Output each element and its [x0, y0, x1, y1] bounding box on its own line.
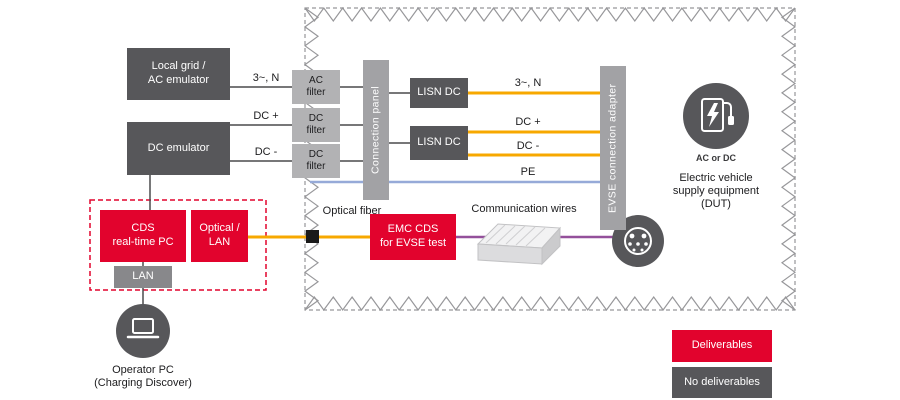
wire-label-src-dc-plus: DC + — [253, 110, 279, 122]
optical-fiber-label: Optical fiber — [322, 205, 382, 217]
shielded-chamber-border — [303, 6, 797, 312]
chamber-feedthrough — [306, 230, 319, 243]
ac-or-dc-label: AC or DC — [696, 153, 736, 163]
operator-area-dashed-border — [89, 199, 267, 291]
communication-wires-label: Communication wires — [471, 203, 577, 215]
dc-filter-box-1: DC filter — [292, 108, 340, 142]
wire-label-chamber-dc-minus: DC - — [516, 140, 540, 152]
optical-lan-box: Optical / LAN — [191, 210, 248, 262]
wire-label-src-dc-minus: DC - — [254, 146, 278, 158]
ev-charging-station-icon — [683, 83, 749, 149]
dut-caption: Electric vehicle supply equipment (DUT) — [672, 172, 760, 211]
ac-filter-box: AC filter — [292, 70, 340, 104]
legend-no-deliverables: No deliverables — [672, 367, 772, 398]
emc-cds-box: EMC CDS for EVSE test — [370, 214, 456, 260]
wire-label-chamber-ac: 3~, N — [514, 77, 542, 89]
wire-label-pe: PE — [520, 166, 536, 178]
legend-deliverables: Deliverables — [672, 330, 772, 362]
evse-connection-adapter-box: EVSE connection adapter — [600, 66, 626, 230]
operator-pc-caption: Operator PC (Charging Discover) — [94, 364, 192, 390]
lisn-wires-orange — [468, 91, 601, 157]
lisn-dc-box-1: LISN DC — [410, 78, 468, 108]
laptop-icon — [116, 304, 170, 358]
wire-label-chamber-dc-plus: DC + — [515, 116, 541, 128]
coupling-network-image — [476, 223, 562, 266]
lisn-dc-box-2: LISN DC — [410, 126, 468, 160]
dc-filter-box-2: DC filter — [292, 144, 340, 178]
dc-emulator-box: DC emulator — [127, 122, 230, 175]
wire-label-src-ac: 3~, N — [252, 72, 280, 84]
cds-realtime-pc-box: CDS real-time PC — [100, 210, 186, 262]
local-grid-ac-emulator-box: Local grid / AC emulator — [127, 48, 230, 100]
power-wires-black — [142, 86, 410, 305]
connection-panel-box: Connection panel — [363, 60, 389, 200]
lan-box: LAN — [114, 266, 172, 288]
